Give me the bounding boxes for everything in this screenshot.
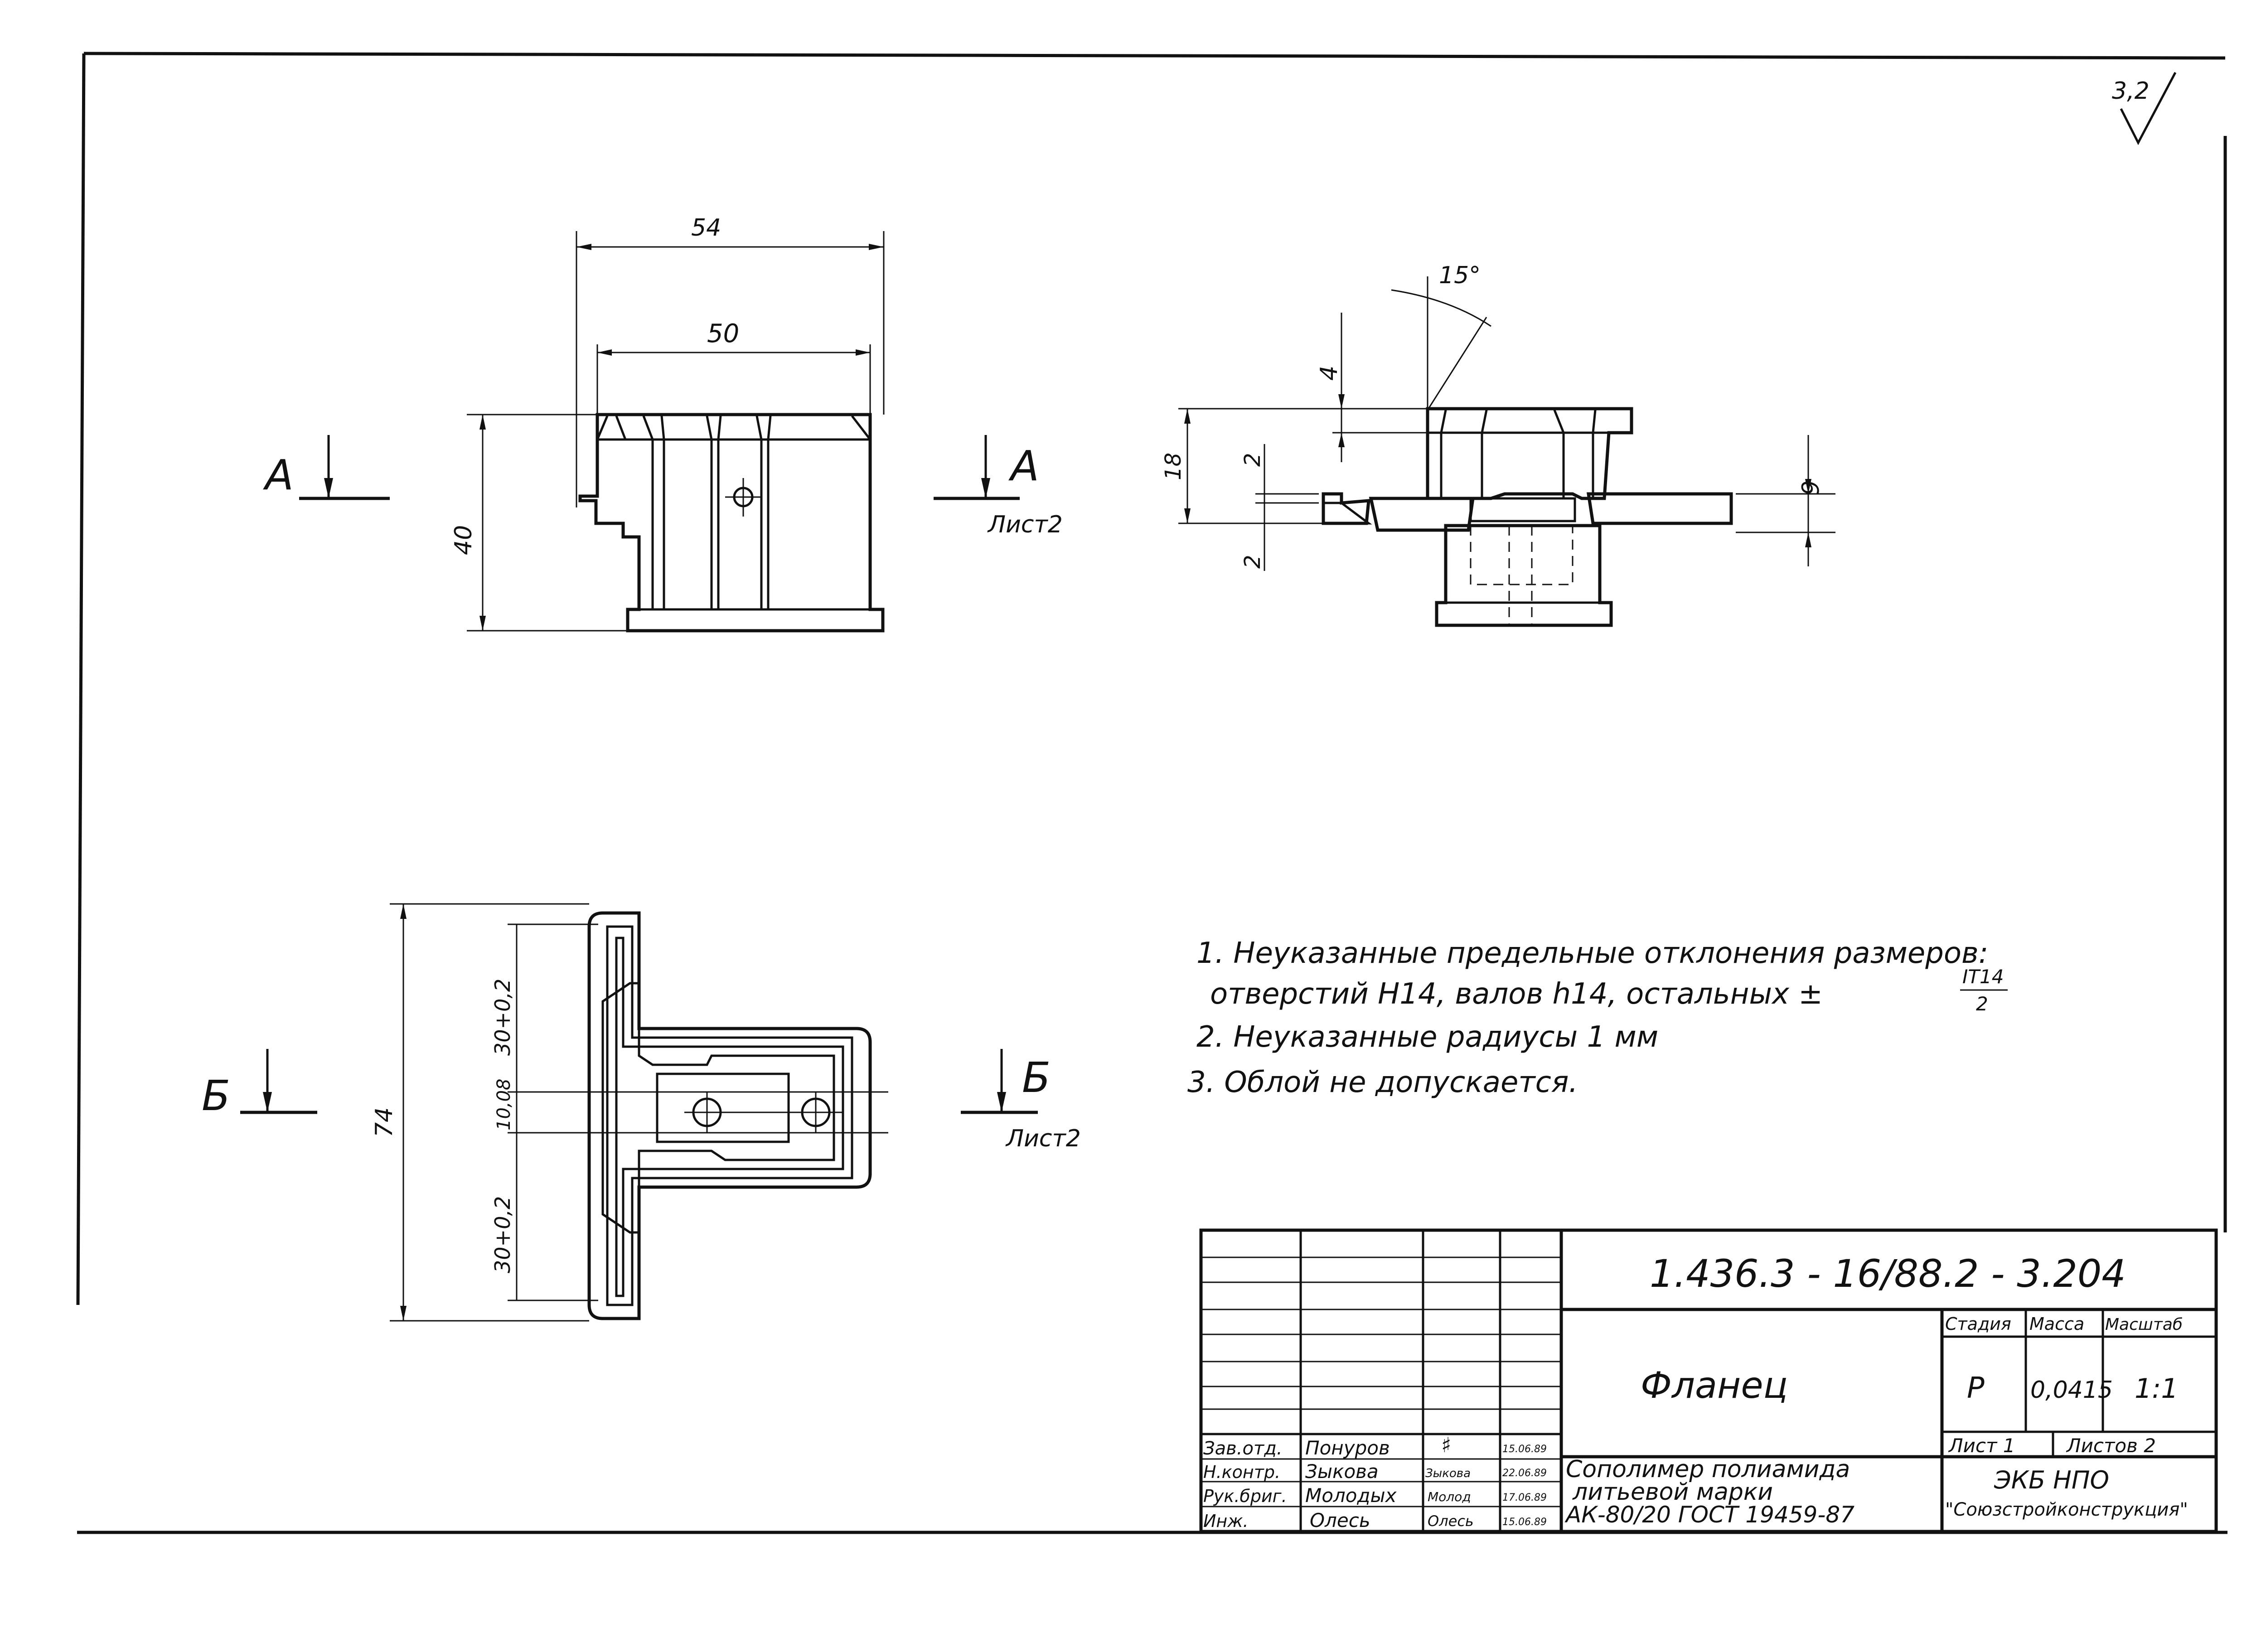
scale-value: 1:1 [2135,1373,2179,1405]
section-a-right-label: А [1008,442,1039,490]
dim-4: 4 [1316,366,1343,381]
dim-height: 40 [450,525,477,555]
role-name: Зыкова [1305,1460,1379,1483]
scale-header: Масштаб [2105,1315,2183,1334]
section-b-left-marker: Б [202,1049,317,1120]
section-b-right-label: Б [1022,1053,1051,1102]
stage-value: Р [1967,1372,1985,1405]
sheets-label: Листов 2 [2066,1435,2156,1457]
part-name: Фланец [1641,1364,1788,1406]
roughness-value: 3,2 [2112,77,2150,105]
dim-10: 10,08 [494,1078,514,1130]
section-a-left-label: А [263,451,294,499]
note-1-fraction-numerator: IT14 [1962,966,2004,988]
dim-74: 74 [371,1107,398,1137]
front-view: 54 50 40 [450,214,885,633]
title-block: 1.436.3 - 16/88.2 - 3.204 Фланец Сополим… [1199,1228,2218,1533]
note-1-fraction-denominator: 2 [1976,993,1988,1015]
role-name: Молодых [1305,1484,1397,1507]
side-view: 15° 4 18 2 2 6 [1161,262,1835,627]
role-name: Олесь [1310,1509,1370,1531]
dim-2-bottom: 2 [1240,555,1265,569]
dim-angle: 15° [1439,262,1481,289]
signatures-table: Зав.отд. Понуров ♯ 15.06.89 Н.контр. Зык… [1203,1433,1547,1531]
role-name: Понуров [1305,1437,1390,1459]
sheet-label: Лист 1 [1948,1435,2015,1457]
material-line-1: Сополимер полиамида [1566,1456,1850,1483]
note-2: 2. Неуказанные радиусы 1 мм [1196,1020,1658,1054]
mass-value: 0,0415 [2030,1377,2113,1404]
material-line-3: АК-80/20 ГОСТ 19459-87 [1564,1502,1854,1528]
section-a-left-marker: А [263,435,390,500]
org-line-2: "Союзстройконструкция" [1945,1499,2188,1520]
section-a-sheet-ref: Лист2 [987,511,1063,538]
role-signature: Олесь [1428,1512,1474,1530]
material-line-2: литьевой марки [1572,1478,1773,1506]
role-label: Н.контр. [1203,1462,1280,1482]
role-signature: Молод [1428,1489,1471,1504]
role-date: 22.06.89 [1502,1468,1547,1479]
section-b-sheet-ref: Лист2 [1005,1125,1081,1152]
dim-6: 6 [1796,480,1823,495]
dim-inner-width: 50 [707,319,739,348]
role-label: Инж. [1203,1511,1249,1531]
dim-30-top: 30+0,2 [490,979,515,1056]
note-1-line-1: 1. Неуказанные предельные отклонения раз… [1196,937,1988,970]
mass-header: Масса [2029,1314,2084,1334]
dim-30-bottom: 30+0,2 [490,1196,515,1273]
note-1-line-2: отверстий Н14, валов h14, остальных ± [1210,977,1823,1011]
section-a-right-marker: А Лист2 [934,435,1063,538]
doc-number: 1.436.3 - 16/88.2 - 3.204 [1650,1251,2126,1296]
dim-2-top: 2 [1240,453,1265,467]
section-b-right-marker: Б Лист2 [961,1049,1081,1152]
technical-notes: 1. Неуказанные предельные отклонения раз… [1187,937,2008,1099]
org-line-1: ЭКБ НПО [1994,1466,2109,1494]
section-b-left-label: Б [202,1072,230,1120]
role-signature: Зыкова [1425,1467,1471,1480]
dim-18: 18 [1161,453,1186,480]
role-label: Рук.бриг. [1203,1486,1287,1506]
dim-overall-width: 54 [691,214,721,242]
role-date: 15.06.89 [1502,1444,1547,1455]
stage-header: Стадия [1945,1314,2011,1334]
plan-view: 74 30+0,2 10,08 30+0,2 [371,903,888,1322]
note-3: 3. Облой не допускается. [1187,1066,1578,1099]
roughness-symbol: 3,2 [2112,72,2177,145]
role-date: 15.06.89 [1502,1517,1547,1528]
role-label: Зав.отд. [1203,1438,1283,1459]
role-signature: ♯ [1441,1433,1451,1457]
role-date: 17.06.89 [1502,1492,1547,1503]
